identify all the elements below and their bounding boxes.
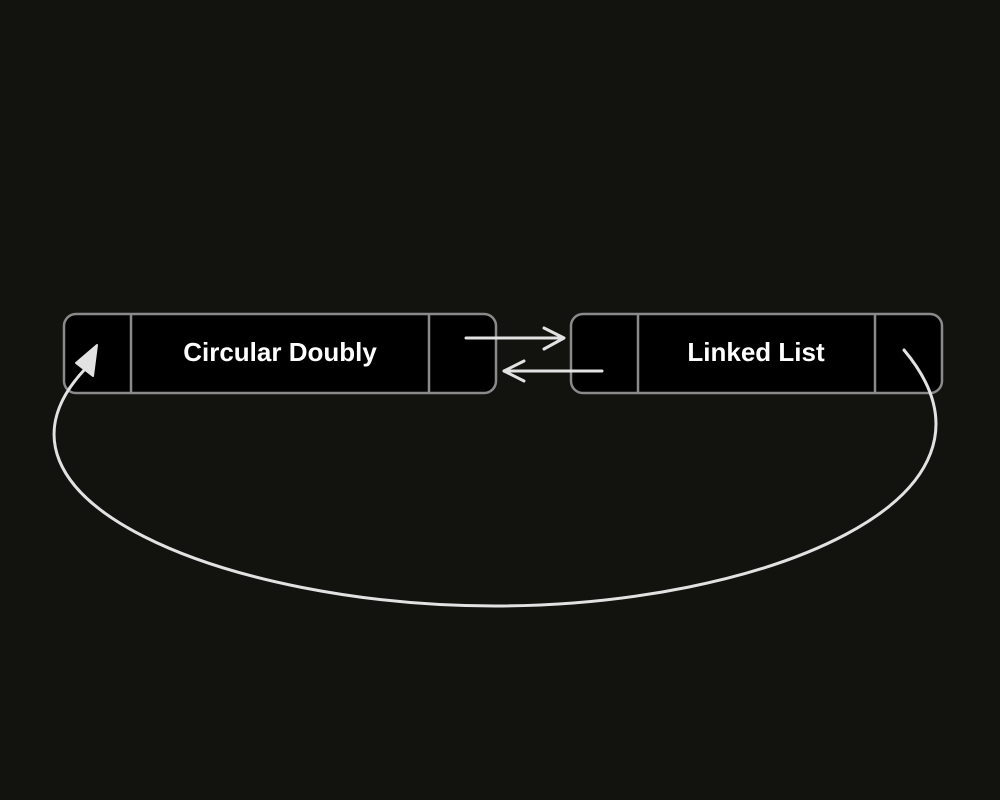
circular-wrap-curve — [52, 348, 938, 608]
node-linked-list: Linked List — [569, 312, 944, 395]
node-2-label: Linked List — [687, 337, 825, 367]
edge-next-pointer — [464, 326, 566, 351]
node-circular-doubly: Circular Doubly — [62, 312, 498, 395]
node-1-box — [62, 312, 498, 395]
prev-arrowhead-icon — [502, 359, 526, 383]
circular-wrap-arrowhead-icon — [75, 344, 98, 377]
edge-prev-pointer — [502, 359, 604, 383]
node-1-label: Circular Doubly — [183, 337, 377, 367]
node-2-box — [569, 312, 944, 395]
next-arrowhead-icon — [542, 326, 566, 351]
edge-circular-wrap — [52, 344, 938, 608]
